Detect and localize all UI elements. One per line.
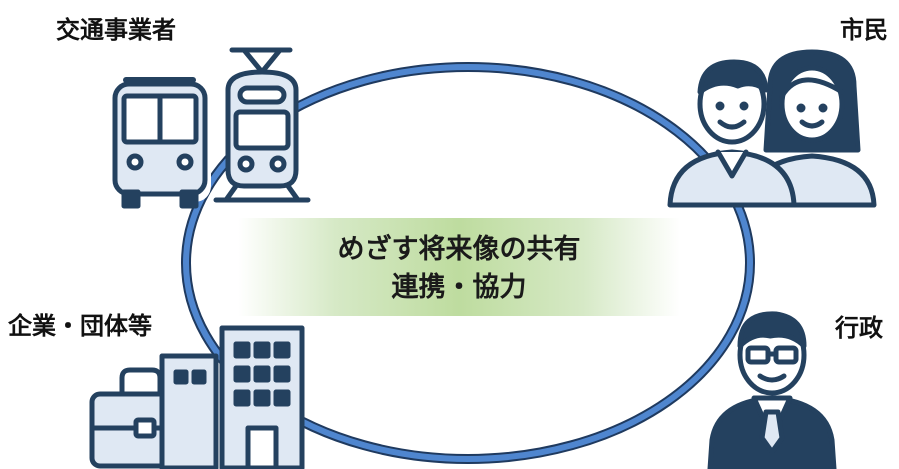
center-highlight-band <box>238 218 680 316</box>
train-icon <box>213 47 311 203</box>
cooperation-ring-inner <box>183 64 753 462</box>
office-building-icon <box>219 325 305 469</box>
companies-organizations-label: 企業・団体等 <box>8 312 152 340</box>
government-official-icon <box>707 311 837 469</box>
cooperation-label: 連携・協力 <box>391 272 527 303</box>
bus-icon <box>105 77 211 209</box>
shared-vision-label: めざす将来像の共有 <box>337 234 581 265</box>
government-label: 行政 <box>835 314 883 342</box>
citizens-label: 市民 <box>840 16 888 44</box>
transport-operators-label: 交通事業者 <box>56 16 176 44</box>
citizens-icon <box>667 49 877 208</box>
small-building-icon <box>159 353 219 469</box>
